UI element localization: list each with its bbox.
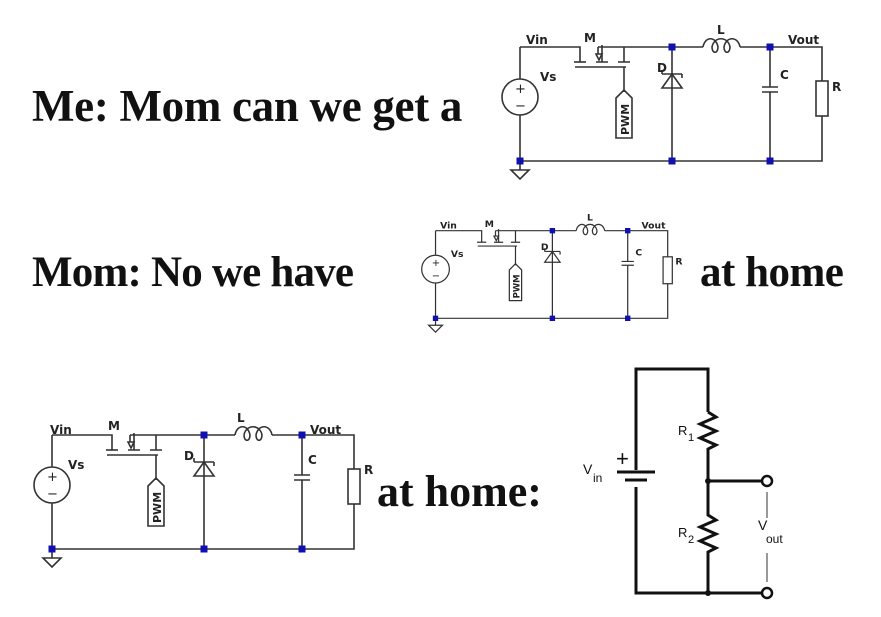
diode-label: D <box>184 449 194 463</box>
vout-label: V <box>758 517 768 533</box>
diode-label: D <box>657 61 667 75</box>
capacitor-label: C <box>780 68 789 82</box>
buck-converter-schematic-1: Vin M Vs + − PWM D L C Vout R <box>501 23 841 180</box>
panel2-caption-after: at home <box>700 249 844 296</box>
r1-label: R <box>678 423 687 438</box>
mosfet-label: M <box>584 31 596 45</box>
vout-label: Vout <box>310 423 341 437</box>
r2-subscript: 2 <box>688 534 694 546</box>
vout-label: Vout <box>788 33 819 47</box>
pwm-label: PWM <box>619 104 632 135</box>
source-plus: + <box>432 258 440 269</box>
vout-label: Vout <box>642 220 667 231</box>
voltage-divider-schematic: + V in R 1 R 2 V out <box>583 367 783 600</box>
vin-label: V <box>583 461 593 477</box>
resistor-label: R <box>364 463 373 477</box>
source-plus: + <box>47 470 58 485</box>
vout-subscript: out <box>766 532 783 546</box>
source-label: Vs <box>540 70 556 84</box>
capacitor-label: C <box>635 247 642 258</box>
inductor-label: L <box>237 411 245 425</box>
buck-converter-schematic-2: Vin M Vs + − PWM D L C Vout R <box>421 213 682 333</box>
panel3-caption: at home: <box>377 467 542 516</box>
resistor-label: R <box>675 257 682 268</box>
source-minus: − <box>515 99 526 114</box>
r1-subscript: 1 <box>688 432 694 444</box>
battery-plus: + <box>616 446 629 471</box>
pwm-label: PWM <box>511 274 521 298</box>
panel2-caption-before: Mom: No we have <box>32 249 354 296</box>
vin-label: Vin <box>440 220 457 231</box>
source-minus: − <box>47 487 58 502</box>
diode-label: D <box>541 242 549 253</box>
mosfet-label: M <box>108 419 120 433</box>
panel1-caption: Me: Mom can we get a <box>32 81 463 131</box>
source-plus: + <box>515 82 526 97</box>
inductor-label: L <box>587 213 593 224</box>
resistor-label: R <box>832 80 841 94</box>
pwm-label: PWM <box>151 492 164 523</box>
vin-label: Vin <box>50 423 72 437</box>
capacitor-label: C <box>308 453 317 467</box>
source-label: Vs <box>68 458 84 472</box>
mosfet-label: M <box>485 219 494 230</box>
inductor-label: L <box>717 23 725 37</box>
source-label: Vs <box>451 249 464 260</box>
source-minus: − <box>432 271 440 282</box>
vin-label: Vin <box>526 33 548 47</box>
buck-converter-schematic-3: Vin M Vs + − PWM D L C Vout R <box>33 411 373 568</box>
vin-subscript: in <box>593 471 602 485</box>
r2-label: R <box>678 525 687 540</box>
